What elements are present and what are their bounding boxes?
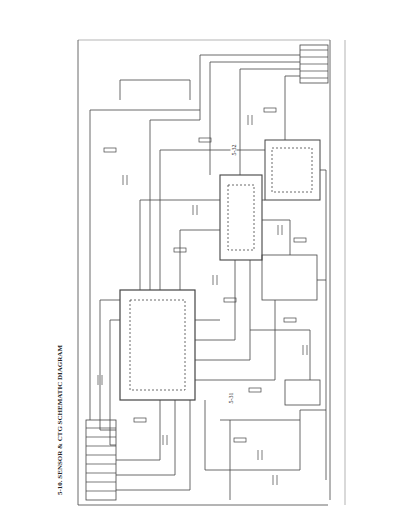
resistor-symbol xyxy=(234,438,246,442)
wire xyxy=(230,420,231,500)
wire xyxy=(220,420,300,421)
wire xyxy=(180,230,220,290)
schematic-wires xyxy=(78,40,330,505)
connector-pin xyxy=(86,473,116,474)
wire xyxy=(110,320,120,445)
resistor-symbol xyxy=(174,248,186,252)
connector-pin xyxy=(300,78,328,79)
page-number: 5-32 xyxy=(230,145,236,156)
wire xyxy=(90,110,91,420)
resistor-symbol xyxy=(104,148,116,152)
wire xyxy=(195,320,220,321)
wire xyxy=(116,400,175,475)
ic-package xyxy=(220,175,262,260)
connector-block xyxy=(86,420,116,500)
ic-package xyxy=(120,290,195,400)
ic-package xyxy=(265,140,320,200)
frame-line xyxy=(330,40,331,500)
connector-pin xyxy=(300,50,328,51)
resistor-symbol xyxy=(199,138,211,142)
connector-block xyxy=(300,45,328,83)
wire xyxy=(160,150,265,290)
wire xyxy=(150,55,300,290)
connector-pin xyxy=(86,491,116,492)
connector-pin xyxy=(86,464,116,465)
wire xyxy=(240,69,300,175)
wire xyxy=(285,76,300,140)
capacitor-symbol xyxy=(163,435,167,445)
binding-line xyxy=(345,40,346,505)
resistor-symbol xyxy=(284,318,296,322)
resistor-symbol xyxy=(264,108,276,112)
capacitor-symbol xyxy=(98,375,102,385)
ic-outline xyxy=(228,185,254,250)
wire xyxy=(210,62,300,175)
resistor-symbol xyxy=(134,418,146,422)
connector-pin xyxy=(86,455,116,456)
connector-pin xyxy=(86,428,116,429)
wire xyxy=(90,110,200,111)
wire xyxy=(320,170,326,480)
wire xyxy=(195,260,250,360)
resistor-symbol xyxy=(249,388,261,392)
wire xyxy=(262,220,290,255)
capacitor-symbol xyxy=(273,475,277,485)
component-symbols xyxy=(86,50,328,491)
resistor-symbol xyxy=(294,238,306,242)
frame-line xyxy=(78,40,79,505)
wire xyxy=(140,200,220,290)
frame-line xyxy=(78,505,328,506)
wire xyxy=(317,280,326,281)
sub-block xyxy=(285,380,320,405)
wire xyxy=(205,400,326,470)
page-number: 5-31 xyxy=(227,393,233,404)
capacitor-symbol xyxy=(258,450,262,460)
connector-pin xyxy=(86,437,116,438)
capacitor-symbol xyxy=(123,175,127,185)
connector-pin xyxy=(300,57,328,58)
frame-line xyxy=(78,40,330,41)
capacitor-symbol xyxy=(248,115,252,125)
capacitor-symbol xyxy=(213,275,217,285)
wire xyxy=(120,80,190,100)
connector-pin xyxy=(300,71,328,72)
resistor-symbol xyxy=(224,298,236,302)
capacitor-symbol xyxy=(303,345,307,355)
wire xyxy=(116,400,160,460)
connector-pin xyxy=(86,482,116,483)
ic-outline xyxy=(272,148,312,192)
ic-outline xyxy=(130,300,185,390)
connector-pin xyxy=(300,64,328,65)
diagram-title: 5-10. SENSOR & CTG SCHEMATIC DIAGRAM xyxy=(56,345,64,495)
sub-block xyxy=(262,255,317,300)
wire xyxy=(116,400,190,490)
capacitor-symbol xyxy=(193,205,197,215)
wire xyxy=(195,260,235,340)
connector-pin xyxy=(86,446,116,447)
wire xyxy=(250,330,310,380)
capacitor-symbol xyxy=(278,225,282,235)
wire xyxy=(262,200,265,201)
wire xyxy=(195,300,275,380)
